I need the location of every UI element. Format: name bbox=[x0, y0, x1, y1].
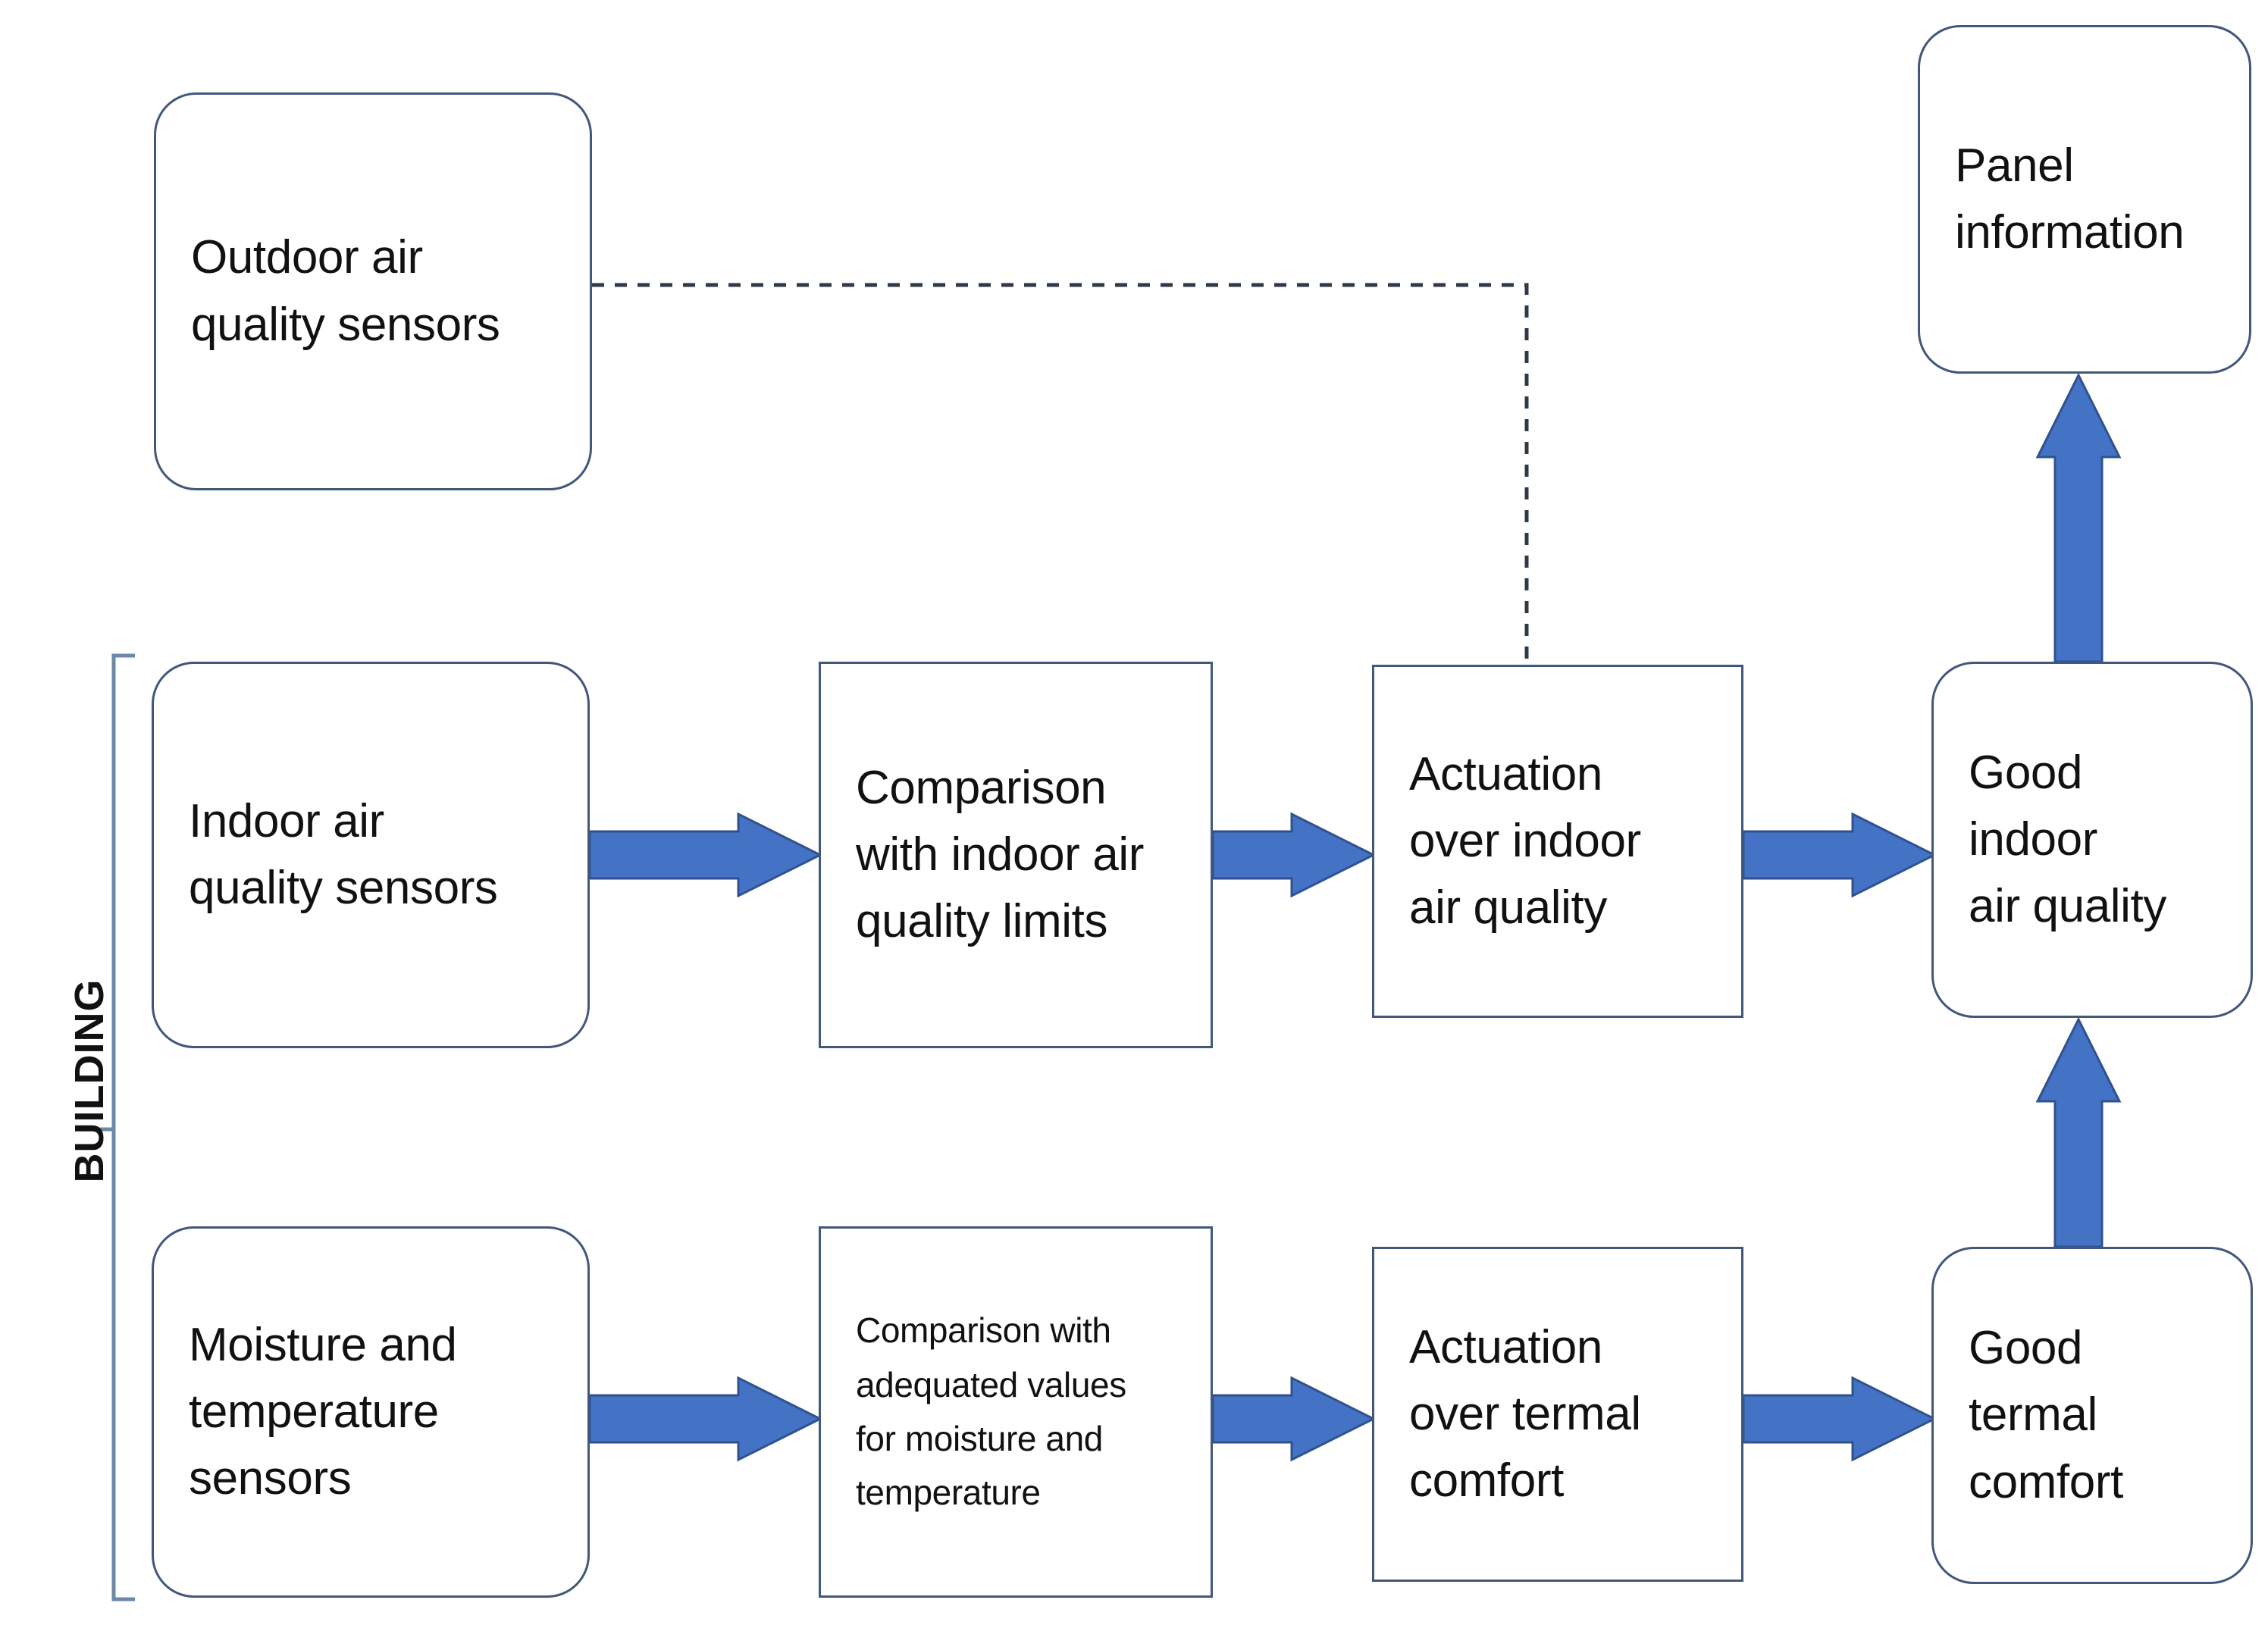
arrow-actuation-air-to-good-air bbox=[1742, 812, 1938, 898]
arrow-indoor-sensors-to-comparison bbox=[588, 812, 823, 898]
node-label-actuation-over-indoor-air-quality: Actuation over indoor air quality bbox=[1409, 747, 1641, 935]
node-good-termal-comfort[interactable]: Good termal comfort bbox=[1931, 1247, 2253, 1584]
arrow-good-air-to-panel bbox=[2035, 372, 2122, 663]
node-label-comparison-indoor-air-quality-limits: Comparison with indoor air quality limit… bbox=[856, 761, 1144, 948]
node-comparison-adequated-values[interactable]: Comparison with adequated values for moi… bbox=[819, 1226, 1213, 1598]
arrow-comparison-to-actuation-air bbox=[1211, 812, 1377, 898]
node-label-outdoor-air-quality-sensors: Outdoor air quality sensors bbox=[191, 231, 500, 351]
node-label-indoor-air-quality-sensors: Indoor air quality sensors bbox=[189, 794, 498, 914]
node-moisture-temperature-sensors[interactable]: Moisture and temperature sensors bbox=[152, 1226, 590, 1598]
node-actuation-over-indoor-air-quality[interactable]: Actuation over indoor air quality bbox=[1372, 665, 1743, 1018]
arrow-comparison-values-to-actuation-comfort bbox=[1211, 1376, 1377, 1462]
node-outdoor-air-quality-sensors[interactable]: Outdoor air quality sensors bbox=[154, 92, 592, 490]
building-group-label: BUILDING bbox=[67, 978, 112, 1183]
arrow-moisture-sensors-to-comparison-values bbox=[588, 1376, 823, 1462]
node-panel-information[interactable]: Panel information bbox=[1918, 25, 2251, 374]
node-comparison-indoor-air-quality-limits[interactable]: Comparison with indoor air quality limit… bbox=[819, 662, 1213, 1048]
node-label-good-indoor-air-quality: Good indoor air quality bbox=[1969, 746, 2166, 933]
node-actuation-over-termal-comfort[interactable]: Actuation over termal comfort bbox=[1372, 1247, 1743, 1582]
arrow-good-comfort-to-good-air bbox=[2035, 1016, 2122, 1248]
node-indoor-air-quality-sensors[interactable]: Indoor air quality sensors bbox=[152, 662, 590, 1048]
node-good-indoor-air-quality[interactable]: Good indoor air quality bbox=[1931, 662, 2253, 1018]
node-label-panel-information: Panel information bbox=[1955, 139, 2185, 258]
node-label-actuation-over-termal-comfort: Actuation over termal comfort bbox=[1409, 1320, 1641, 1508]
node-label-moisture-temperature-sensors: Moisture and temperature sensors bbox=[189, 1318, 457, 1505]
node-label-good-termal-comfort: Good termal comfort bbox=[1969, 1322, 2123, 1508]
dashed-connector-outdoor-sensors-to-actuation-air bbox=[592, 283, 1529, 665]
arrow-actuation-comfort-to-good-comfort bbox=[1742, 1376, 1938, 1462]
node-label-comparison-adequated-values: Comparison with adequated values for moi… bbox=[856, 1310, 1126, 1513]
